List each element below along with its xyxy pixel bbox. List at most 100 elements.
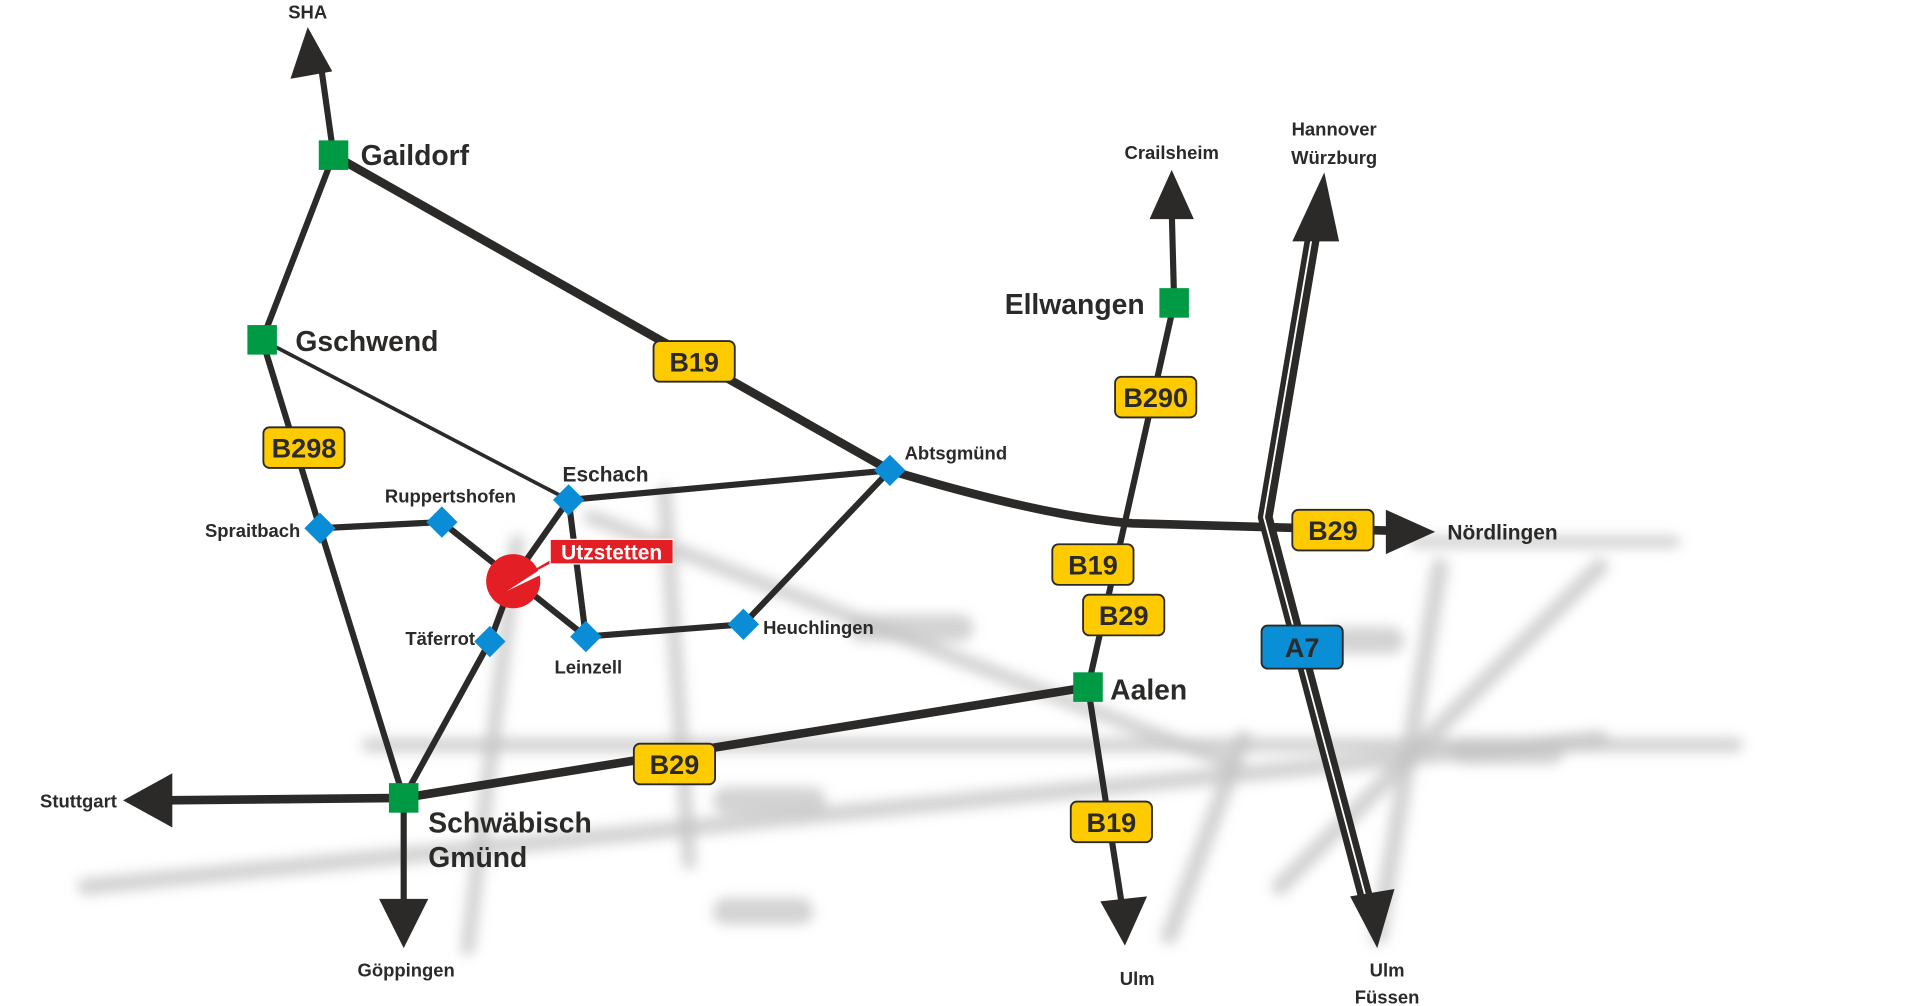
towns bbox=[247, 140, 1189, 813]
arrow-up-icon bbox=[1149, 169, 1194, 220]
road-b19-aalen-ulm bbox=[1084, 684, 1126, 912]
village-marker-leinzell[interactable] bbox=[570, 620, 602, 653]
sign-plate bbox=[652, 340, 736, 383]
sign-b29-west[interactable]: B29 bbox=[632, 742, 716, 786]
direction-label-goeppingen[interactable]: Göppingen bbox=[357, 959, 454, 980]
sign-label: B19 bbox=[1068, 550, 1118, 581]
town-marker-gaildorf[interactable] bbox=[318, 140, 349, 170]
road-spraitbach-gmuend bbox=[316, 525, 407, 801]
village-marker-abtsgmuend[interactable] bbox=[874, 454, 906, 487]
sign-plate bbox=[1051, 543, 1135, 586]
sign-plate bbox=[262, 426, 346, 469]
sign-plate bbox=[1069, 800, 1153, 844]
road-b19-gaildorf-abtsgmuend bbox=[329, 150, 895, 475]
roads bbox=[161, 64, 1396, 917]
sign-label: B29 bbox=[1308, 515, 1358, 546]
road-gmuend-stuttgart bbox=[161, 793, 409, 805]
village-marker-eschach[interactable] bbox=[552, 484, 585, 516]
village-marker-heuchlingen[interactable] bbox=[727, 608, 760, 640]
town-marker-ellwangen[interactable] bbox=[1159, 288, 1189, 318]
destination-marker[interactable]: Utzstetten bbox=[486, 538, 674, 609]
direction-label-sha[interactable]: SHA bbox=[288, 1, 327, 22]
road-b29-gmuend-aalen bbox=[399, 682, 1093, 803]
destination-pointer bbox=[507, 556, 569, 592]
direction-label-hannover[interactable]: Hannover bbox=[1292, 118, 1377, 139]
arrow-right-icon bbox=[1385, 509, 1436, 555]
sign-plate bbox=[1260, 624, 1344, 670]
village-marker-taeferrot[interactable] bbox=[474, 625, 506, 658]
destination-label-box bbox=[549, 538, 674, 565]
arrow-up-icon bbox=[1292, 172, 1340, 242]
town-marker-gschwend[interactable] bbox=[247, 325, 277, 355]
road-eschach-abtsgmuend bbox=[565, 467, 893, 503]
sign-a7[interactable]: A7 bbox=[1260, 624, 1344, 670]
shadow-road bbox=[77, 730, 1609, 896]
road-leinzell-heuchlingen bbox=[582, 621, 747, 640]
arrow-up-icon bbox=[290, 27, 333, 79]
village-marker-spraitbach[interactable] bbox=[304, 512, 336, 544]
destination-pointer-red bbox=[502, 556, 564, 589]
village-label-abtsgmuend[interactable]: Abtsgmünd bbox=[905, 442, 1007, 463]
sign-label: A7 bbox=[1285, 632, 1320, 663]
town-labels: Gaildorf Gschwend Ellwangen Aalen Schwäb… bbox=[295, 139, 1187, 873]
sign-b298[interactable]: B298 bbox=[262, 426, 346, 469]
map-shadow bbox=[77, 485, 1743, 956]
village-label-leinzell[interactable]: Leinzell bbox=[554, 657, 622, 678]
shadow-road bbox=[460, 534, 525, 956]
sign-b19-aalen-north[interactable]: B19 bbox=[1051, 543, 1135, 586]
sign-b29-aalen-north[interactable]: B29 bbox=[1082, 593, 1166, 637]
direction-label-ulm-a7[interactable]: Ulm bbox=[1370, 959, 1405, 980]
sign-label: B290 bbox=[1123, 382, 1188, 413]
village-marker-ruppertshofen[interactable] bbox=[426, 506, 458, 538]
village-label-spraitbach[interactable]: Spraitbach bbox=[205, 520, 300, 541]
town-label-gaildorf[interactable]: Gaildorf bbox=[361, 139, 470, 171]
shadow-road bbox=[1369, 557, 1449, 945]
direction-label-stuttgart[interactable]: Stuttgart bbox=[40, 791, 117, 812]
sign-b290[interactable]: B290 bbox=[1114, 375, 1198, 419]
village-label-taeferrot[interactable]: Täferrot bbox=[405, 628, 475, 649]
direction-label-noerdlingen[interactable]: Nördlingen bbox=[1447, 521, 1557, 544]
shadow-road bbox=[1160, 730, 1252, 945]
village-label-eschach[interactable]: Eschach bbox=[563, 463, 649, 486]
village-label-ruppertshofen[interactable]: Ruppertshofen bbox=[385, 485, 516, 506]
direction-arrows bbox=[123, 27, 1436, 949]
town-label-gmuend[interactable]: Gmünd bbox=[428, 841, 527, 873]
sign-label: B19 bbox=[669, 347, 719, 378]
town-label-schwaebisch[interactable]: Schwäbisch bbox=[428, 806, 592, 838]
sign-plate bbox=[632, 742, 716, 786]
direction-label-crailsheim[interactable]: Crailsheim bbox=[1125, 142, 1219, 163]
sign-label: B19 bbox=[1087, 807, 1137, 838]
arrow-down-icon bbox=[1100, 896, 1148, 946]
direction-label-ulm[interactable]: Ulm bbox=[1120, 968, 1155, 989]
town-label-aalen[interactable]: Aalen bbox=[1110, 673, 1187, 705]
location-marker-icon[interactable] bbox=[486, 554, 541, 609]
shadow-road bbox=[1271, 557, 1609, 896]
direction-label-fuessen[interactable]: Füssen bbox=[1355, 987, 1420, 1006]
sign-label: B298 bbox=[272, 433, 337, 464]
village-label-heuchlingen[interactable]: Heuchlingen bbox=[763, 617, 874, 638]
town-marker-aalen[interactable] bbox=[1073, 672, 1103, 702]
road-spraitbach-ruppertshofen bbox=[316, 519, 445, 532]
road-gschwend-eschach bbox=[260, 338, 571, 502]
sign-plate bbox=[1082, 593, 1166, 637]
town-label-gschwend[interactable]: Gschwend bbox=[295, 325, 438, 357]
town-label-ellwangen[interactable]: Ellwangen bbox=[1005, 288, 1145, 320]
arrow-left-icon bbox=[123, 773, 173, 828]
road-heuchlingen-abtsgmuend bbox=[740, 467, 893, 628]
town-marker-schwaebisch-gmuend[interactable] bbox=[388, 783, 419, 813]
sign-b19-south[interactable]: B19 bbox=[1069, 800, 1153, 844]
village-labels: Spraitbach Ruppertshofen Eschach Abtsgmü… bbox=[205, 442, 1007, 677]
direction-label-wuerzburg[interactable]: Würzburg bbox=[1291, 147, 1377, 168]
arrow-down-icon bbox=[379, 898, 429, 949]
road-taeferrot-gmuend bbox=[400, 638, 493, 801]
arrow-down-icon bbox=[1350, 889, 1395, 949]
sign-b29-east[interactable]: B29 bbox=[1291, 508, 1375, 552]
sign-plate bbox=[1291, 508, 1375, 552]
destination-label[interactable]: Utzstetten bbox=[561, 541, 662, 564]
sign-label: B29 bbox=[650, 749, 700, 780]
sign-label: B29 bbox=[1099, 600, 1149, 631]
road-eschach-leinzell bbox=[565, 496, 589, 640]
sign-b19-north[interactable]: B19 bbox=[652, 340, 736, 383]
road-gaildorf-gschwend bbox=[259, 152, 337, 343]
